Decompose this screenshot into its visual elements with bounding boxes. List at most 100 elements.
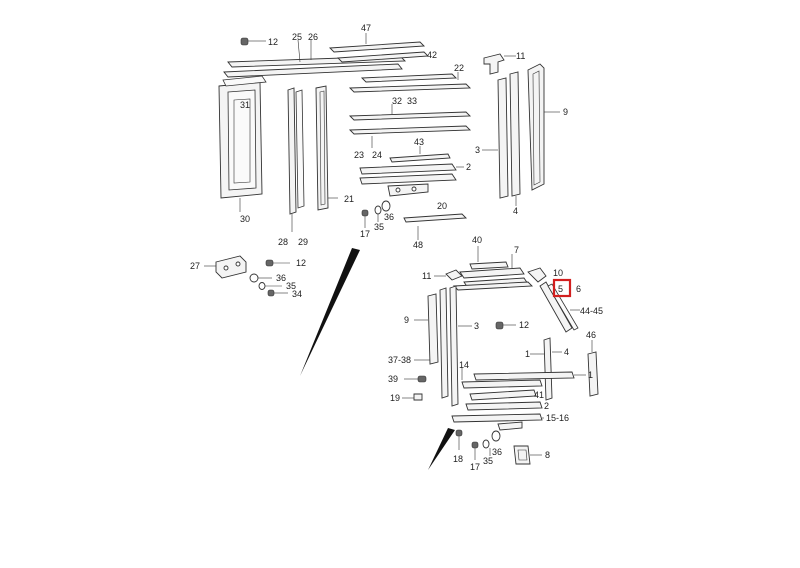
screw-12-bottom — [495, 321, 516, 330]
label-top-14: 43 — [414, 137, 424, 147]
rail-20 — [403, 213, 468, 223]
washer-35-left — [258, 282, 266, 290]
washer-36-left — [249, 273, 259, 283]
label-top-6: 22 — [454, 63, 464, 73]
label-bottom-11: 1 — [525, 349, 530, 359]
screw-12-left — [265, 259, 290, 267]
label-bottom-0: 40 — [472, 235, 482, 245]
hinge-block-bottom — [497, 421, 523, 431]
clip-19 — [413, 393, 423, 401]
hinge-27 — [215, 255, 247, 279]
label-left-3: 35 — [286, 281, 296, 291]
tool-wedge-bottom — [428, 428, 455, 470]
label-bottom-6: 44-45 — [580, 306, 603, 316]
label-bottom-25: 8 — [545, 450, 550, 460]
label-bottom-21: 18 — [453, 454, 463, 464]
label-bottom-7: 9 — [404, 315, 409, 325]
bracket-8 — [513, 445, 531, 465]
rail-47 — [328, 41, 426, 53]
screw-12-top — [240, 37, 266, 46]
label-top-7: 31 — [240, 100, 250, 110]
label-bottom-17: 41 — [534, 390, 544, 400]
label-bottom-16: 39 — [388, 374, 398, 384]
label-top-22: 20 — [437, 201, 447, 211]
label-top-3: 47 — [361, 23, 371, 33]
label-bottom-14: 14 — [459, 360, 469, 370]
label-bottom-12: 4 — [564, 347, 569, 357]
rail-32 — [348, 111, 472, 121]
label-bottom-5: 6 — [576, 284, 581, 294]
label-left-0: 27 — [190, 261, 200, 271]
washer-35-top — [374, 205, 382, 215]
profile-9-top — [527, 63, 545, 191]
profile-28 — [287, 87, 297, 215]
screw-17-bottom — [471, 441, 479, 460]
label-bottom-19: 2 — [544, 401, 549, 411]
label-top-19: 30 — [240, 214, 250, 224]
rail-7 — [459, 267, 525, 279]
rail-14 — [461, 379, 543, 389]
profile-5 — [539, 281, 573, 333]
label-bottom-18: 19 — [390, 393, 400, 403]
label-top-4: 42 — [427, 50, 437, 60]
label-top-0: 12 — [268, 37, 278, 47]
label-top-11: 3 — [475, 145, 480, 155]
corner-10 — [527, 267, 547, 283]
label-top-13: 24 — [372, 150, 382, 160]
label-top-10: 9 — [563, 107, 568, 117]
rail-1-lower — [473, 371, 575, 381]
screw-17-top — [361, 209, 369, 228]
label-top-21: 17 — [360, 229, 370, 239]
label-left-1: 12 — [296, 258, 306, 268]
rail-26 — [223, 63, 403, 78]
label-top-15: 2 — [466, 162, 471, 172]
label-bottom-1: 7 — [514, 245, 519, 255]
rail-2-bottom — [465, 401, 543, 411]
profile-21 — [315, 85, 329, 211]
rail-2-top — [359, 163, 457, 175]
label-top-2: 26 — [308, 32, 318, 42]
washer-36-bottom — [491, 430, 501, 442]
washer-35-bottom — [482, 439, 490, 449]
profile-9-bottom — [427, 293, 439, 365]
label-bottom-20: 15-16 — [546, 413, 569, 423]
screw-18 — [455, 429, 463, 450]
label-top-12: 23 — [354, 150, 364, 160]
label-top-9: 33 — [407, 96, 417, 106]
label-left-4: 34 — [292, 289, 302, 299]
label-top-16: 4 — [513, 206, 518, 216]
label-bottom-9: 12 — [519, 320, 529, 330]
label-bottom-4: 5 — [558, 284, 563, 294]
label-top-25: 48 — [413, 240, 423, 250]
washer-36-top — [381, 200, 391, 212]
label-top-17: 21 — [344, 194, 354, 204]
label-bottom-15: 1 — [588, 370, 593, 380]
tool-wedge-top — [300, 248, 360, 376]
label-top-18: 36 — [384, 212, 394, 222]
profile-3b-bottom — [449, 285, 459, 407]
profile-3-bottom — [439, 287, 449, 399]
profile-3-top — [497, 77, 509, 199]
hinge-block — [387, 183, 429, 197]
label-bottom-23: 35 — [483, 456, 493, 466]
label-top-23: 28 — [278, 237, 288, 247]
rail-40 — [469, 261, 509, 270]
rail-42 — [336, 51, 430, 63]
profile-4-bottom — [543, 337, 553, 401]
rail-41 — [469, 389, 537, 401]
label-bottom-24: 17 — [470, 462, 480, 472]
label-bottom-2: 11 — [422, 271, 431, 281]
profile-4-top — [509, 71, 521, 197]
corner-11-bottom — [445, 269, 463, 281]
rail-43 — [389, 153, 451, 163]
rail-33 — [348, 125, 472, 135]
label-left-2: 36 — [276, 273, 286, 283]
highlight-box — [552, 278, 572, 298]
label-bottom-13: 37-38 — [388, 355, 411, 365]
screw-34-left — [267, 289, 288, 297]
screw-39 — [404, 375, 427, 383]
label-top-8: 32 — [392, 96, 402, 106]
rail-15-16 — [451, 413, 543, 423]
